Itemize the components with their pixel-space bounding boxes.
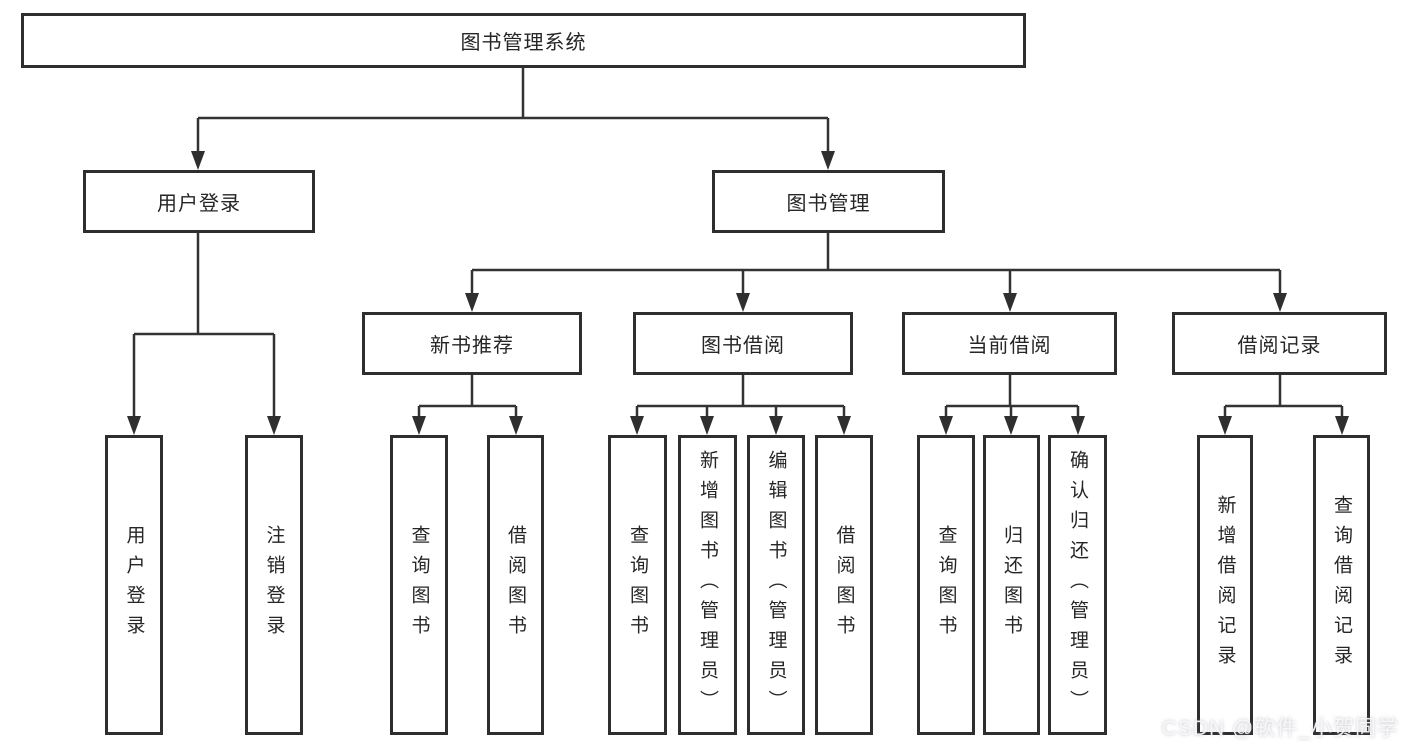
leaf-label: 新增借阅记录	[1214, 495, 1236, 675]
leaf-logout: 注销登录	[245, 435, 303, 735]
leaf-label: 归还图书	[1001, 525, 1022, 645]
connector-user-login-children	[132, 233, 276, 421]
arrowheads-user-login-children	[127, 416, 281, 435]
node-label: 图书借阅	[701, 335, 785, 357]
node-label: 图书管理	[786, 193, 871, 215]
leaf-confirm-return-admin: 确认归还（管理员）	[1048, 435, 1107, 735]
node-library-management-system: 图书管理系统	[21, 13, 1026, 68]
node-book-borrowing: 图书借阅	[633, 312, 853, 375]
leaf-query-borrow-record: 查询借阅记录	[1313, 435, 1370, 735]
node-label: 用户登录	[157, 193, 241, 215]
leaf-query-books-current: 查询图书	[917, 435, 975, 735]
leaf-label: 编辑图书（管理员）	[765, 450, 787, 720]
node-current-borrowing: 当前借阅	[902, 312, 1117, 375]
leaf-label: 查询图书	[935, 525, 957, 645]
leaf-label: 借阅图书	[505, 525, 526, 645]
arrowheads-leaves	[412, 416, 1349, 435]
leaf-return-books: 归还图书	[983, 435, 1040, 735]
leaf-query-books-recommend: 查询图书	[390, 435, 448, 735]
arrowheads-level2	[191, 151, 835, 170]
leaf-label: 查询借阅记录	[1331, 495, 1352, 675]
connector-root-to-level2	[196, 66, 830, 156]
leaf-label: 确认归还（管理员）	[1067, 450, 1088, 720]
leaf-borrow-books-recommend: 借阅图书	[487, 435, 544, 735]
connector-book-mgmt-to-level3	[470, 233, 1282, 298]
arrowheads-level3	[465, 293, 1287, 312]
leaf-label: 用户登录	[123, 525, 145, 645]
node-label: 图书管理系统	[460, 32, 587, 54]
node-label: 借阅记录	[1237, 335, 1322, 357]
leaf-add-borrow-record: 新增借阅记录	[1197, 435, 1253, 735]
connector-leaf-buses	[417, 375, 1344, 421]
leaf-borrow-books: 借阅图书	[815, 435, 873, 735]
node-new-book-recommendation: 新书推荐	[362, 312, 582, 375]
leaf-query-books-borrowing: 查询图书	[608, 435, 667, 735]
node-label: 新书推荐	[430, 335, 514, 357]
leaf-label: 借阅图书	[833, 525, 855, 645]
leaf-add-books-admin: 新增图书（管理员）	[678, 435, 737, 735]
leaf-label: 查询图书	[627, 525, 648, 645]
node-borrowing-records: 借阅记录	[1172, 312, 1387, 375]
node-user-login: 用户登录	[83, 170, 315, 233]
leaf-label: 新增图书（管理员）	[697, 450, 718, 720]
node-label: 当前借阅	[967, 335, 1052, 357]
leaf-label: 注销登录	[263, 525, 285, 645]
leaf-edit-books-admin: 编辑图书（管理员）	[747, 435, 805, 735]
node-book-management: 图书管理	[712, 170, 945, 233]
leaf-user-login: 用户登录	[105, 435, 163, 735]
leaf-label: 查询图书	[408, 525, 430, 645]
